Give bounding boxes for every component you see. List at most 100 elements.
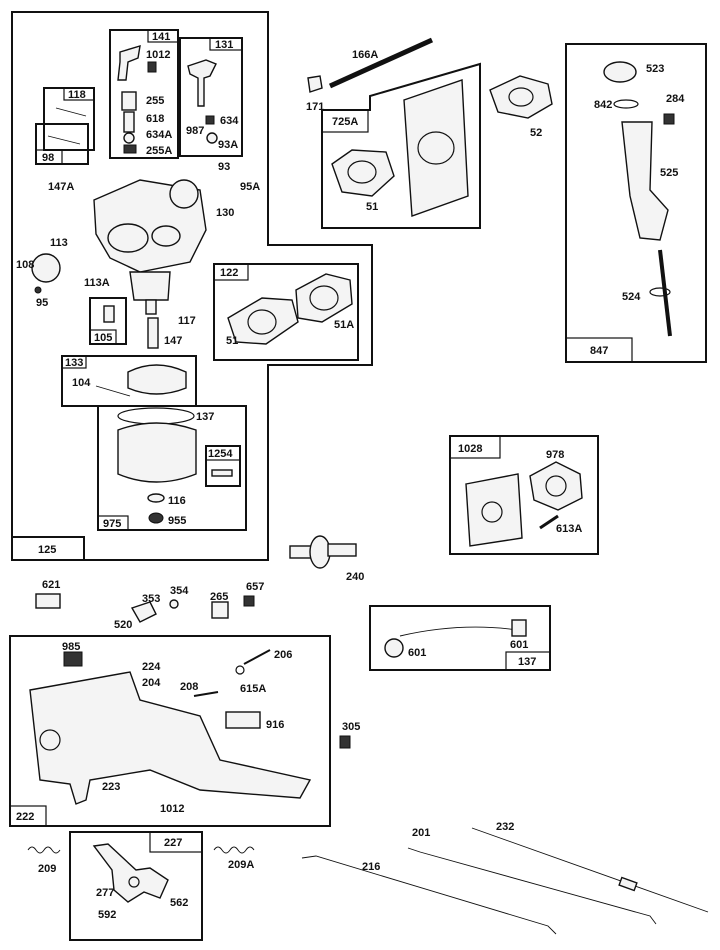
float-part [127,364,187,395]
label-51-intake: 51 [226,335,238,347]
link-201-part [407,847,657,925]
label-985: 985 [62,641,80,653]
gasket-130-part [169,179,199,209]
label-634: 634 [220,115,239,127]
group-227-lever: 227 [69,831,203,941]
washer-615A-part [235,665,245,675]
label-95: 95 [36,297,48,309]
label-601-left: 601 [408,647,426,659]
bracket-plate-part [465,473,523,547]
group-227-label-box [149,831,203,853]
bowl-nut-part [148,512,164,524]
float-pin-part [95,385,131,397]
link-232-part [471,827,709,913]
group-1254-label-box [205,445,241,461]
gasket-51-hole-part [347,160,377,184]
label-842: 842 [594,99,612,111]
intake-gasket-51-part [227,297,299,345]
gasket-978-hole-part [545,475,567,497]
label-618: 618 [146,113,164,125]
label-240: 240 [346,571,364,583]
plate-108-part [31,253,61,283]
label-147: 147 [164,335,182,347]
dipstick-tube-part [621,121,669,241]
group-122-label-box [213,263,249,281]
gasket-52-part [489,75,553,119]
label-562: 562 [170,897,188,909]
label-224: 224 [142,661,161,673]
control-links [301,827,709,935]
label-987: 987 [186,125,204,137]
group-725A-gaskets: 725A [307,37,553,229]
nut-171-part [307,75,323,93]
small-parts-row [35,593,255,623]
label-206: 206 [274,649,292,661]
group-222-label-box [9,805,47,827]
label-621: 621 [42,579,60,591]
float-bowl-part [117,422,197,483]
spring-209-part [27,846,61,854]
label-353: 353 [142,593,160,605]
group-1028-label: 1028 [458,443,482,455]
group-975-frame [97,405,247,531]
stud-166A-part [328,37,434,89]
group-133-label-box [61,355,87,369]
label-615A: 615A [240,683,266,695]
breather-valve-240 [289,535,357,569]
screw-part [147,61,157,73]
group-137-cable: 137 [369,605,551,671]
group-1028: 1028 [449,435,599,555]
label-524: 524 [622,291,641,303]
group-131-label: 131 [215,39,233,51]
label-216: 216 [362,861,380,873]
choke-lever-part [117,45,141,81]
float-bowl-neck-part [129,271,171,301]
part-265 [211,601,229,619]
group-847-frame [565,43,707,363]
link-spring-part [618,876,638,892]
screw-98-part [47,135,81,145]
link-216-part [301,855,557,935]
label-93: 93 [218,161,230,173]
label-130: 130 [216,207,234,219]
label-204: 204 [142,677,161,689]
label-104: 104 [72,377,91,389]
label-265: 265 [210,591,228,603]
label-93A: 93A [218,139,238,151]
group-125-frame [11,11,373,561]
label-634A: 634A [146,129,172,141]
group-122-label: 122 [220,267,238,279]
gasket-978-part [529,461,583,511]
label-955: 955 [168,515,186,527]
label-255A: 255A [146,145,172,157]
spacer-plate-hole-part [417,131,455,165]
group-133-label: 133 [65,357,83,369]
group-141-label: 141 [152,31,170,43]
part-916 [225,711,261,729]
spring-209A-part [213,846,255,854]
label-95A: 95A [240,181,260,193]
part-354 [169,599,179,609]
solenoid-part [103,305,115,323]
dipstick-cap-part [603,61,637,83]
label-255: 255 [146,95,164,107]
dipstick-rod-part [658,249,672,337]
group-118-label: 118 [68,89,86,101]
group-1028-frame [449,435,599,555]
label-117: 117 [178,315,196,327]
part-985 [63,651,83,667]
jet-part [123,111,135,133]
screw-613A-part [539,514,559,530]
group-141-frame [109,29,179,159]
carburetor-port-part [151,225,181,247]
label-978: 978 [546,449,564,461]
gasket-52-hole-part [508,87,534,107]
group-975-label-box [97,515,129,531]
lever-part [92,843,169,903]
screw-305-part [339,735,351,749]
screw-95-part [34,286,42,294]
label-147A: 147A [48,181,74,193]
group-222-label: 222 [16,811,34,823]
